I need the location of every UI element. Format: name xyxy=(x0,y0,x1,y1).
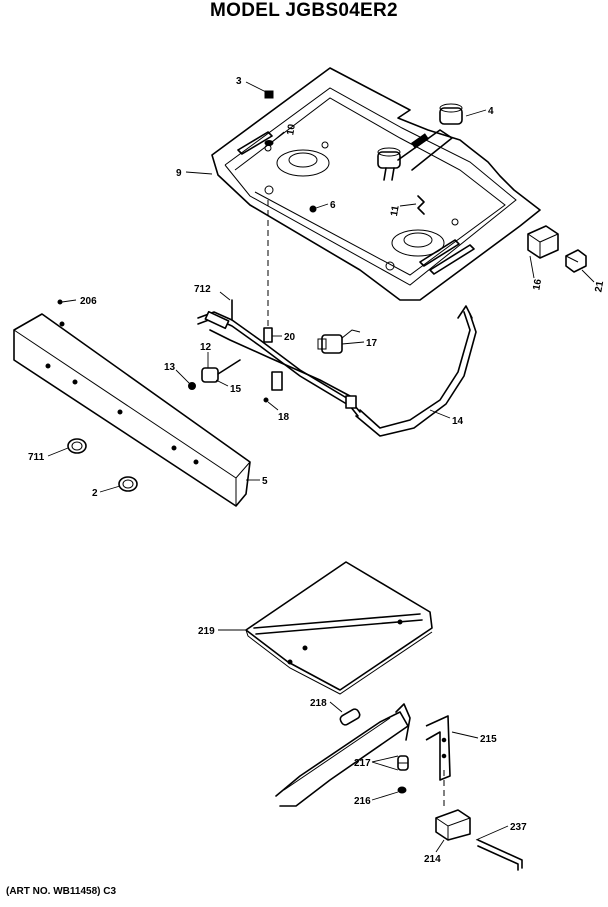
callout-219: 219 xyxy=(198,626,215,637)
callout-2: 2 xyxy=(92,488,98,499)
callout-206: 206 xyxy=(80,296,97,307)
callout-15: 15 xyxy=(230,384,242,395)
fastener-3 xyxy=(264,90,274,99)
callout-12: 12 xyxy=(200,342,212,353)
callout-13: 13 xyxy=(164,362,176,373)
thermostat-bulb-237 xyxy=(477,839,523,871)
bracket-18 xyxy=(263,371,283,403)
art-number: (ART NO. WB11458) C3 xyxy=(6,886,117,897)
ignition-module-16 xyxy=(527,225,559,259)
callout-712: 712 xyxy=(194,284,211,295)
callout-4: 4 xyxy=(488,106,494,117)
leader-lines xyxy=(47,81,595,853)
callout-21: 21 xyxy=(593,280,606,293)
nut-216 xyxy=(397,786,407,794)
callout-218: 218 xyxy=(310,698,327,709)
manifold-panel xyxy=(13,313,251,507)
callout-237: 237 xyxy=(510,822,527,833)
orifice-217 xyxy=(397,755,409,771)
callout-11: 11 xyxy=(389,204,402,217)
connector-21 xyxy=(565,249,587,273)
spring-clip-11 xyxy=(417,195,425,215)
callout-711: 711 xyxy=(28,452,45,463)
gas-tube-14 xyxy=(355,305,477,437)
callout-14: 14 xyxy=(452,416,464,427)
knob-bezel-711 xyxy=(67,438,87,454)
callout-216: 216 xyxy=(354,796,371,807)
callout-labels: 3 4 10 9 6 11 16 21 206 712 20 17 12 13 … xyxy=(28,76,606,865)
callout-20: 20 xyxy=(284,332,296,343)
callout-215: 215 xyxy=(480,734,497,745)
callout-17: 17 xyxy=(366,338,378,349)
burner-box xyxy=(211,67,541,301)
burner-valve-assembly xyxy=(377,103,463,181)
callout-9: 9 xyxy=(176,168,182,179)
valve-12-15 xyxy=(188,359,241,390)
callout-5: 5 xyxy=(262,476,268,487)
washer-10 xyxy=(264,140,274,146)
bracket-215 xyxy=(425,715,451,808)
burner-tube-218 xyxy=(275,703,411,807)
callout-6: 6 xyxy=(330,200,336,211)
igniter-214 xyxy=(435,809,471,841)
shield-219 xyxy=(245,561,433,695)
screw-206 xyxy=(57,299,63,305)
knob-bezel-2 xyxy=(118,476,138,492)
bracket-tab xyxy=(345,395,357,409)
callout-217: 217 xyxy=(354,758,371,769)
callout-214: 214 xyxy=(424,854,441,865)
grommet-6 xyxy=(309,205,317,213)
orifice-20 xyxy=(263,327,273,343)
regulator-17 xyxy=(317,329,361,354)
callout-3: 3 xyxy=(236,76,242,87)
page-title: MODEL JGBS04ER2 xyxy=(210,0,398,21)
manifold-assembly xyxy=(197,299,361,417)
callout-18: 18 xyxy=(278,412,290,423)
callout-16: 16 xyxy=(531,278,544,291)
callout-10: 10 xyxy=(285,123,298,136)
